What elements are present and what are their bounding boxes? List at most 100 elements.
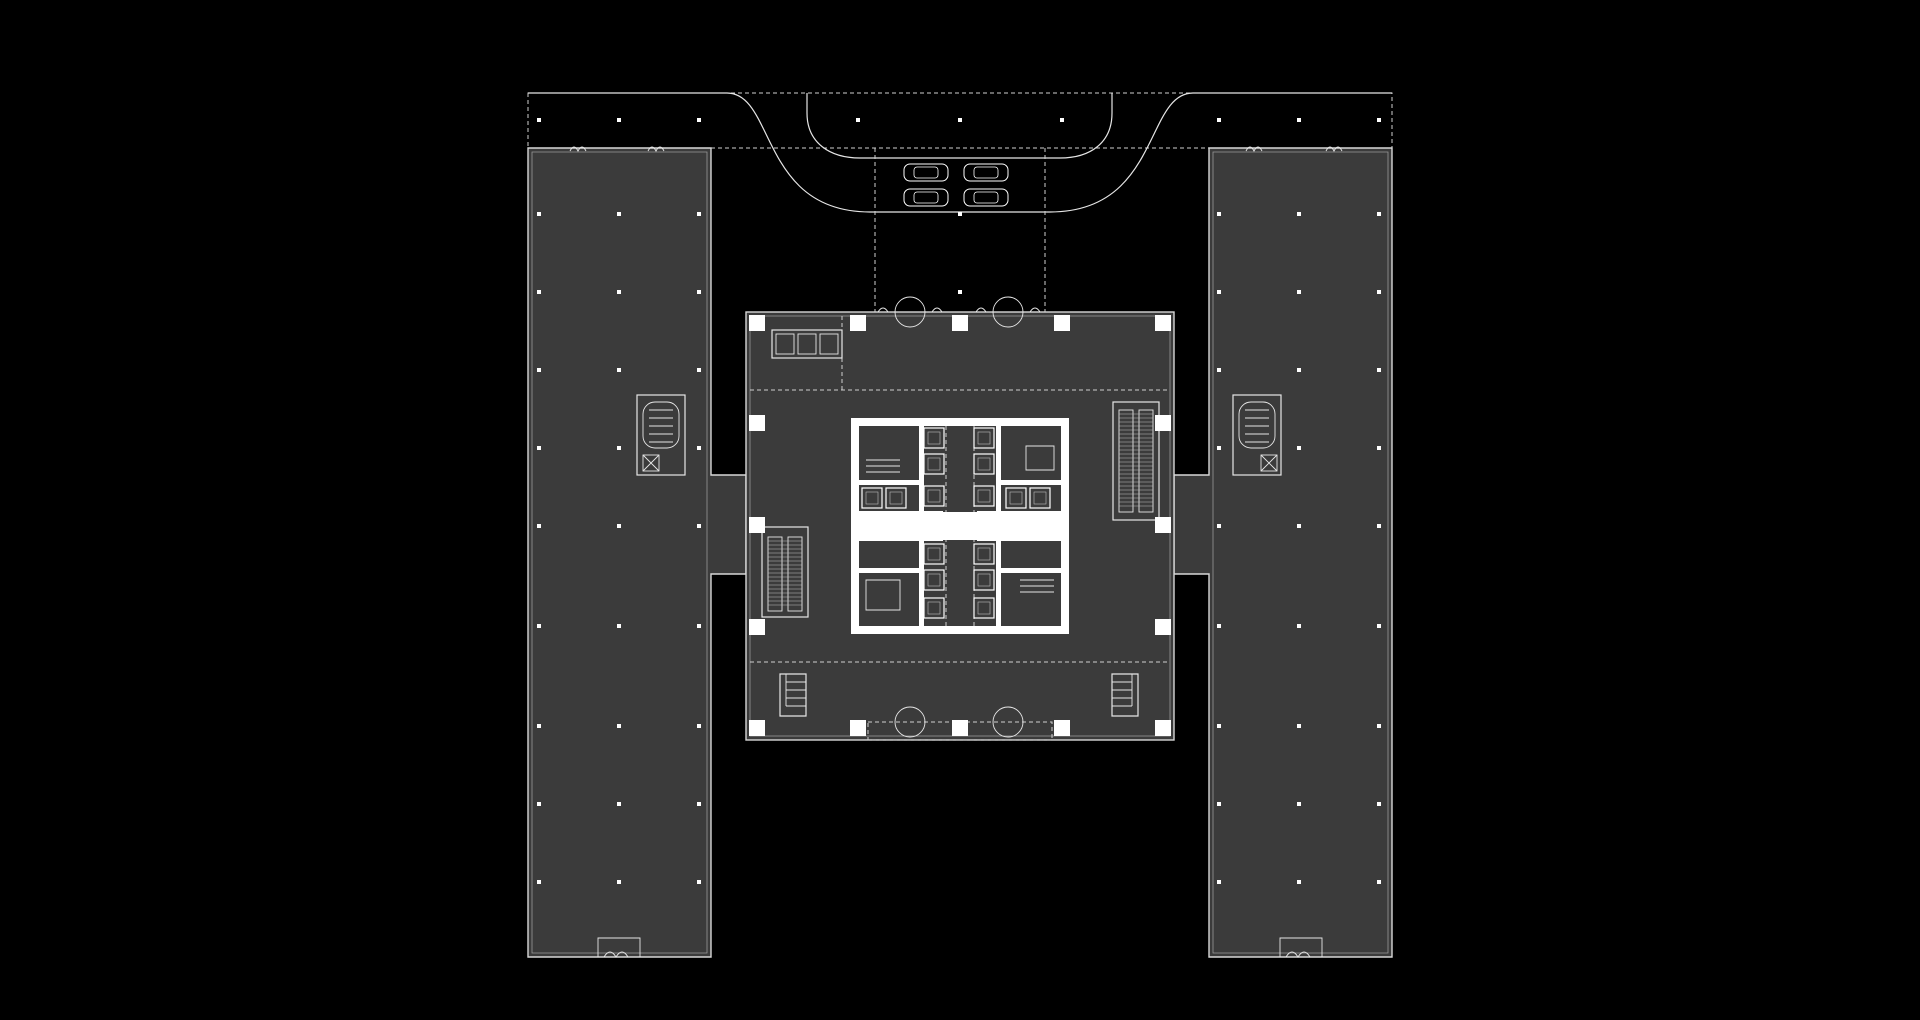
grid-point [1217, 290, 1221, 294]
car-roof [973, 166, 999, 179]
revolving-doors-north [877, 296, 1041, 328]
grid-point [1217, 118, 1221, 122]
lift-cab [927, 573, 941, 587]
lift-cab [977, 489, 991, 503]
grid-point [697, 118, 701, 122]
grid-point [1297, 446, 1301, 450]
grid-point [537, 724, 541, 728]
escalator-east [1112, 401, 1160, 521]
lift-cab [977, 457, 991, 471]
structural-column [1155, 517, 1171, 533]
structural-column [1155, 720, 1171, 736]
grid-point [1377, 290, 1381, 294]
stair-south-east [1111, 673, 1139, 717]
lift-cab [977, 601, 991, 615]
structural-column [749, 415, 765, 431]
lift-cab [1033, 491, 1047, 505]
lift-car [885, 487, 907, 509]
grid-point [1297, 724, 1301, 728]
grid-point [1297, 368, 1301, 372]
west-stair-core [636, 394, 686, 476]
grid-point [1217, 212, 1221, 216]
lift-car [973, 597, 995, 619]
structural-columns [749, 315, 1171, 736]
structural-column [1155, 619, 1171, 635]
grid-point [617, 724, 621, 728]
lift-cab [927, 489, 941, 503]
grid-point [1377, 368, 1381, 372]
east-wing [1173, 146, 1393, 958]
grid-point [617, 624, 621, 628]
grid-point [958, 118, 962, 122]
grid-point [1377, 446, 1381, 450]
west-wing-slab [527, 147, 747, 958]
structural-grid-points [537, 118, 1381, 884]
east-wing-edge [1212, 151, 1389, 954]
lift-cab [977, 573, 991, 587]
grid-point [1217, 724, 1221, 728]
grid-point [537, 880, 541, 884]
grid-point [1297, 624, 1301, 628]
east-wing-entrance [1279, 937, 1323, 958]
lift-car [1029, 487, 1051, 509]
parked-cars [903, 163, 1009, 207]
lift-car [923, 597, 945, 619]
grid-point [697, 802, 701, 806]
grid-point [697, 524, 701, 528]
structural-column [749, 619, 765, 635]
grid-point [1297, 212, 1301, 216]
car [963, 188, 1009, 207]
lift-car [923, 485, 945, 507]
grid-point [617, 446, 621, 450]
grid-point [1060, 118, 1064, 122]
grid-point [697, 624, 701, 628]
grid-point [537, 368, 541, 372]
grid-point [1377, 880, 1381, 884]
structural-column [952, 720, 968, 736]
grid-point [697, 880, 701, 884]
structural-column [749, 517, 765, 533]
lift-cab [977, 431, 991, 445]
grid-point [617, 118, 621, 122]
core-stairs [865, 445, 1055, 611]
structural-column [749, 315, 765, 331]
grid-point [617, 290, 621, 294]
grid-point [1377, 524, 1381, 528]
grid-point [697, 290, 701, 294]
grid-point [617, 880, 621, 884]
east-wing-doors-north [1245, 146, 1343, 153]
car-roof [913, 191, 939, 204]
structural-column [850, 720, 866, 736]
west-wing [527, 146, 747, 958]
grid-point [958, 290, 962, 294]
grid-point [537, 212, 541, 216]
lift-cab [1009, 491, 1023, 505]
grid-point [958, 212, 962, 216]
car [903, 163, 949, 182]
grid-point [1217, 802, 1221, 806]
car-roof [973, 191, 999, 204]
lift-cab [927, 457, 941, 471]
structural-column [1155, 315, 1171, 331]
lift-car [923, 427, 945, 449]
grid-point [697, 446, 701, 450]
structural-column [1054, 315, 1070, 331]
lift-cab [927, 431, 941, 445]
grid-point [537, 624, 541, 628]
structural-column [1155, 415, 1171, 431]
grid-point [1217, 880, 1221, 884]
lift-bank [861, 427, 1051, 619]
canopy-outline [527, 92, 1393, 149]
grid-point [697, 368, 701, 372]
grid-point [697, 212, 701, 216]
grid-point [1297, 118, 1301, 122]
core-partitions [851, 426, 1069, 626]
structural-column [1054, 720, 1070, 736]
lift-car [923, 569, 945, 591]
grid-point [617, 368, 621, 372]
lift-car [973, 485, 995, 507]
central-lobby [745, 296, 1175, 741]
escalator-west [761, 526, 809, 618]
